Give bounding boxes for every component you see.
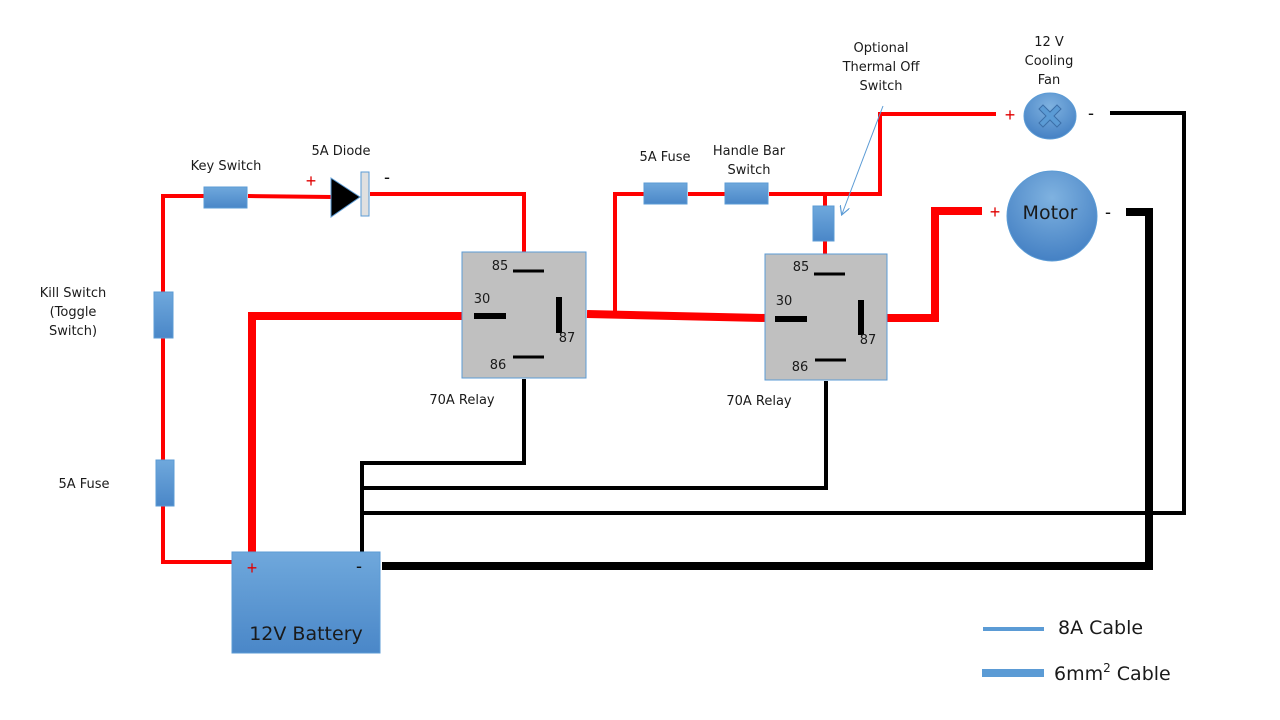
legend-thin-cable-label: 8A Cable (1058, 617, 1143, 639)
wire-ground-spine (360, 379, 526, 552)
wire-key-to-diode (247, 194, 333, 199)
kill-switch-label-1: Kill Switch (40, 286, 106, 301)
legend-thick-cable-sup: 2 (1103, 661, 1111, 675)
motor-plus-sign: + (990, 202, 1001, 222)
battery-label: 12V Battery (249, 623, 363, 645)
fan-cross-icon (1038, 104, 1062, 128)
fan-label-3: Fan (1038, 73, 1061, 88)
diode-minus-sign: - (384, 167, 390, 187)
legend-thick-cable-rest: Cable (1111, 663, 1171, 685)
wire-battery-to-fuse (161, 194, 232, 564)
wire-relay2-86-ground (362, 381, 828, 490)
handle-bar-switch-label-2: Switch (728, 163, 771, 178)
fan-label-1: 12 V (1034, 35, 1064, 50)
thermal-switch-label-1: Optional (854, 41, 909, 56)
legend: 8A Cable 6mm2 Cable (982, 617, 1171, 685)
wire-relay1-87-to-fuse (613, 192, 645, 314)
wire-fan-ground (362, 111, 1186, 515)
wire-motor-ground (382, 208, 1153, 570)
ground-thin-wires (360, 111, 1186, 552)
relay-1-pin-86-label: 86 (490, 358, 507, 373)
thermal-switch-label-2: Thermal Off (842, 60, 921, 75)
wire-handlebar-to-fan (769, 112, 996, 196)
fan-label-2: Cooling (1025, 54, 1074, 69)
relay-1-pin-87-label: 87 (559, 331, 576, 346)
motor[interactable]: Motor (1006, 170, 1098, 262)
fuse-left[interactable] (155, 459, 175, 507)
thermal-off-switch[interactable] (812, 205, 835, 242)
cooling-fan[interactable] (1023, 92, 1077, 140)
fuse-left-label: 5A Fuse (58, 477, 109, 492)
relay-1-pin-85-label: 85 (492, 259, 509, 274)
relay-1[interactable]: 85 30 87 86 (461, 251, 587, 379)
legend-thick-cable-label: 6mm2 Cable (1054, 661, 1171, 685)
fuse-top[interactable] (643, 182, 688, 205)
battery-minus-sign: - (356, 556, 362, 576)
battery-plus-sign: + (247, 558, 258, 578)
motor-minus-sign: - (1105, 202, 1111, 222)
thermal-switch-label-3: Switch (860, 79, 903, 94)
relay-1-label: 70A Relay (429, 393, 495, 408)
battery-body (231, 551, 381, 654)
motor-body (1006, 170, 1098, 262)
motor-label: Motor (1023, 202, 1078, 224)
relay-2-pin-85-label: 85 (793, 260, 810, 275)
fan-minus-sign: - (1088, 103, 1094, 123)
wire-battery-to-relay1-30 (248, 312, 462, 552)
battery[interactable]: 12V Battery (231, 551, 381, 654)
relay-1-pin-30-label: 30 (474, 292, 491, 307)
handle-bar-switch-label-1: Handle Bar (713, 144, 786, 159)
relay-2-pin-86-label: 86 (792, 360, 809, 375)
kill-switch-label-2: (Toggle (50, 305, 97, 320)
relay-2[interactable]: 85 30 87 86 (764, 253, 888, 381)
key-switch-label: Key Switch (191, 159, 262, 174)
kill-switch[interactable] (153, 291, 174, 339)
relay-2-pin-87-label: 87 (860, 333, 877, 348)
diode-triangle-icon (330, 177, 361, 218)
relay-2-label: 70A Relay (726, 394, 792, 409)
diode-cathode-bar (360, 171, 370, 217)
wire-diode-to-relay1-85 (370, 192, 526, 252)
ground-thick-wires (382, 208, 1153, 570)
handle-bar-switch[interactable] (724, 182, 769, 205)
diode-plus-sign: + (306, 171, 317, 191)
relay-2-pin-30-label: 30 (776, 294, 793, 309)
fuse-top-label: 5A Fuse (639, 150, 690, 165)
diode-label: 5A Diode (311, 144, 370, 159)
kill-switch-label-3: Switch) (49, 324, 97, 339)
thermal-switch-pointer-arrow (842, 105, 884, 214)
key-switch[interactable] (203, 186, 248, 209)
fan-plus-sign: + (1005, 105, 1016, 125)
legend-thick-cable-main: 6mm (1054, 663, 1103, 685)
positive-thin-wires (161, 112, 996, 564)
wire-relay1-87-to-relay2-30 (586, 310, 766, 322)
positive-thick-wires (248, 207, 982, 552)
wire-relay2-87-to-motor (887, 207, 982, 322)
diode[interactable] (330, 171, 370, 218)
